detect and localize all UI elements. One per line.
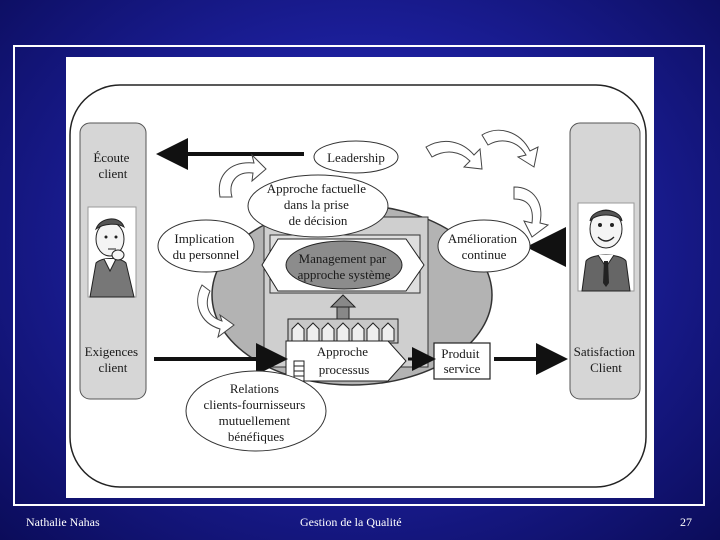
smiling-person-icon	[577, 202, 635, 292]
management-ellipse	[285, 240, 403, 290]
implication-label: Implication du personnel	[173, 231, 240, 262]
produit-service-label: Produit service	[441, 346, 483, 376]
satisfaction-client-label: Satisfaction Client	[574, 344, 639, 375]
amelioration-ellipse	[437, 219, 531, 273]
management-label: Management par approche système	[298, 251, 391, 282]
footer-author: Nathalie Nahas	[26, 515, 100, 529]
relations-label: Relations clients-fournisseurs mutuellem…	[203, 381, 308, 444]
leadership-label: Leadership	[327, 150, 385, 165]
process-blocks	[287, 318, 399, 344]
approche-processus-label: Approche processus	[317, 344, 372, 377]
implication-ellipse	[157, 219, 255, 273]
relations-ellipse	[185, 370, 327, 452]
approche-factuelle-ellipse	[247, 174, 389, 238]
amelioration-label: Amélioration continue	[448, 231, 521, 262]
slide-frame	[13, 45, 705, 506]
leadership-ellipse	[313, 140, 399, 174]
thinking-person-icon	[87, 206, 137, 298]
quality-management-diagram: Écoute client Exigences client Satisfact…	[69, 84, 647, 488]
approche-factuelle-label: Approche factuelle dans la prise de déci…	[267, 181, 370, 228]
diagram-panel: Écoute client Exigences client Satisfact…	[66, 57, 654, 498]
exigences-client-label: Exigences client	[85, 344, 142, 375]
footer-course: Gestion de la Qualité	[300, 515, 402, 529]
up-arrow-head	[329, 294, 357, 308]
ecoute-client-label: Écoute client	[93, 150, 132, 181]
cycle-arrows	[197, 129, 550, 339]
footer-page-number: 27	[680, 515, 692, 529]
